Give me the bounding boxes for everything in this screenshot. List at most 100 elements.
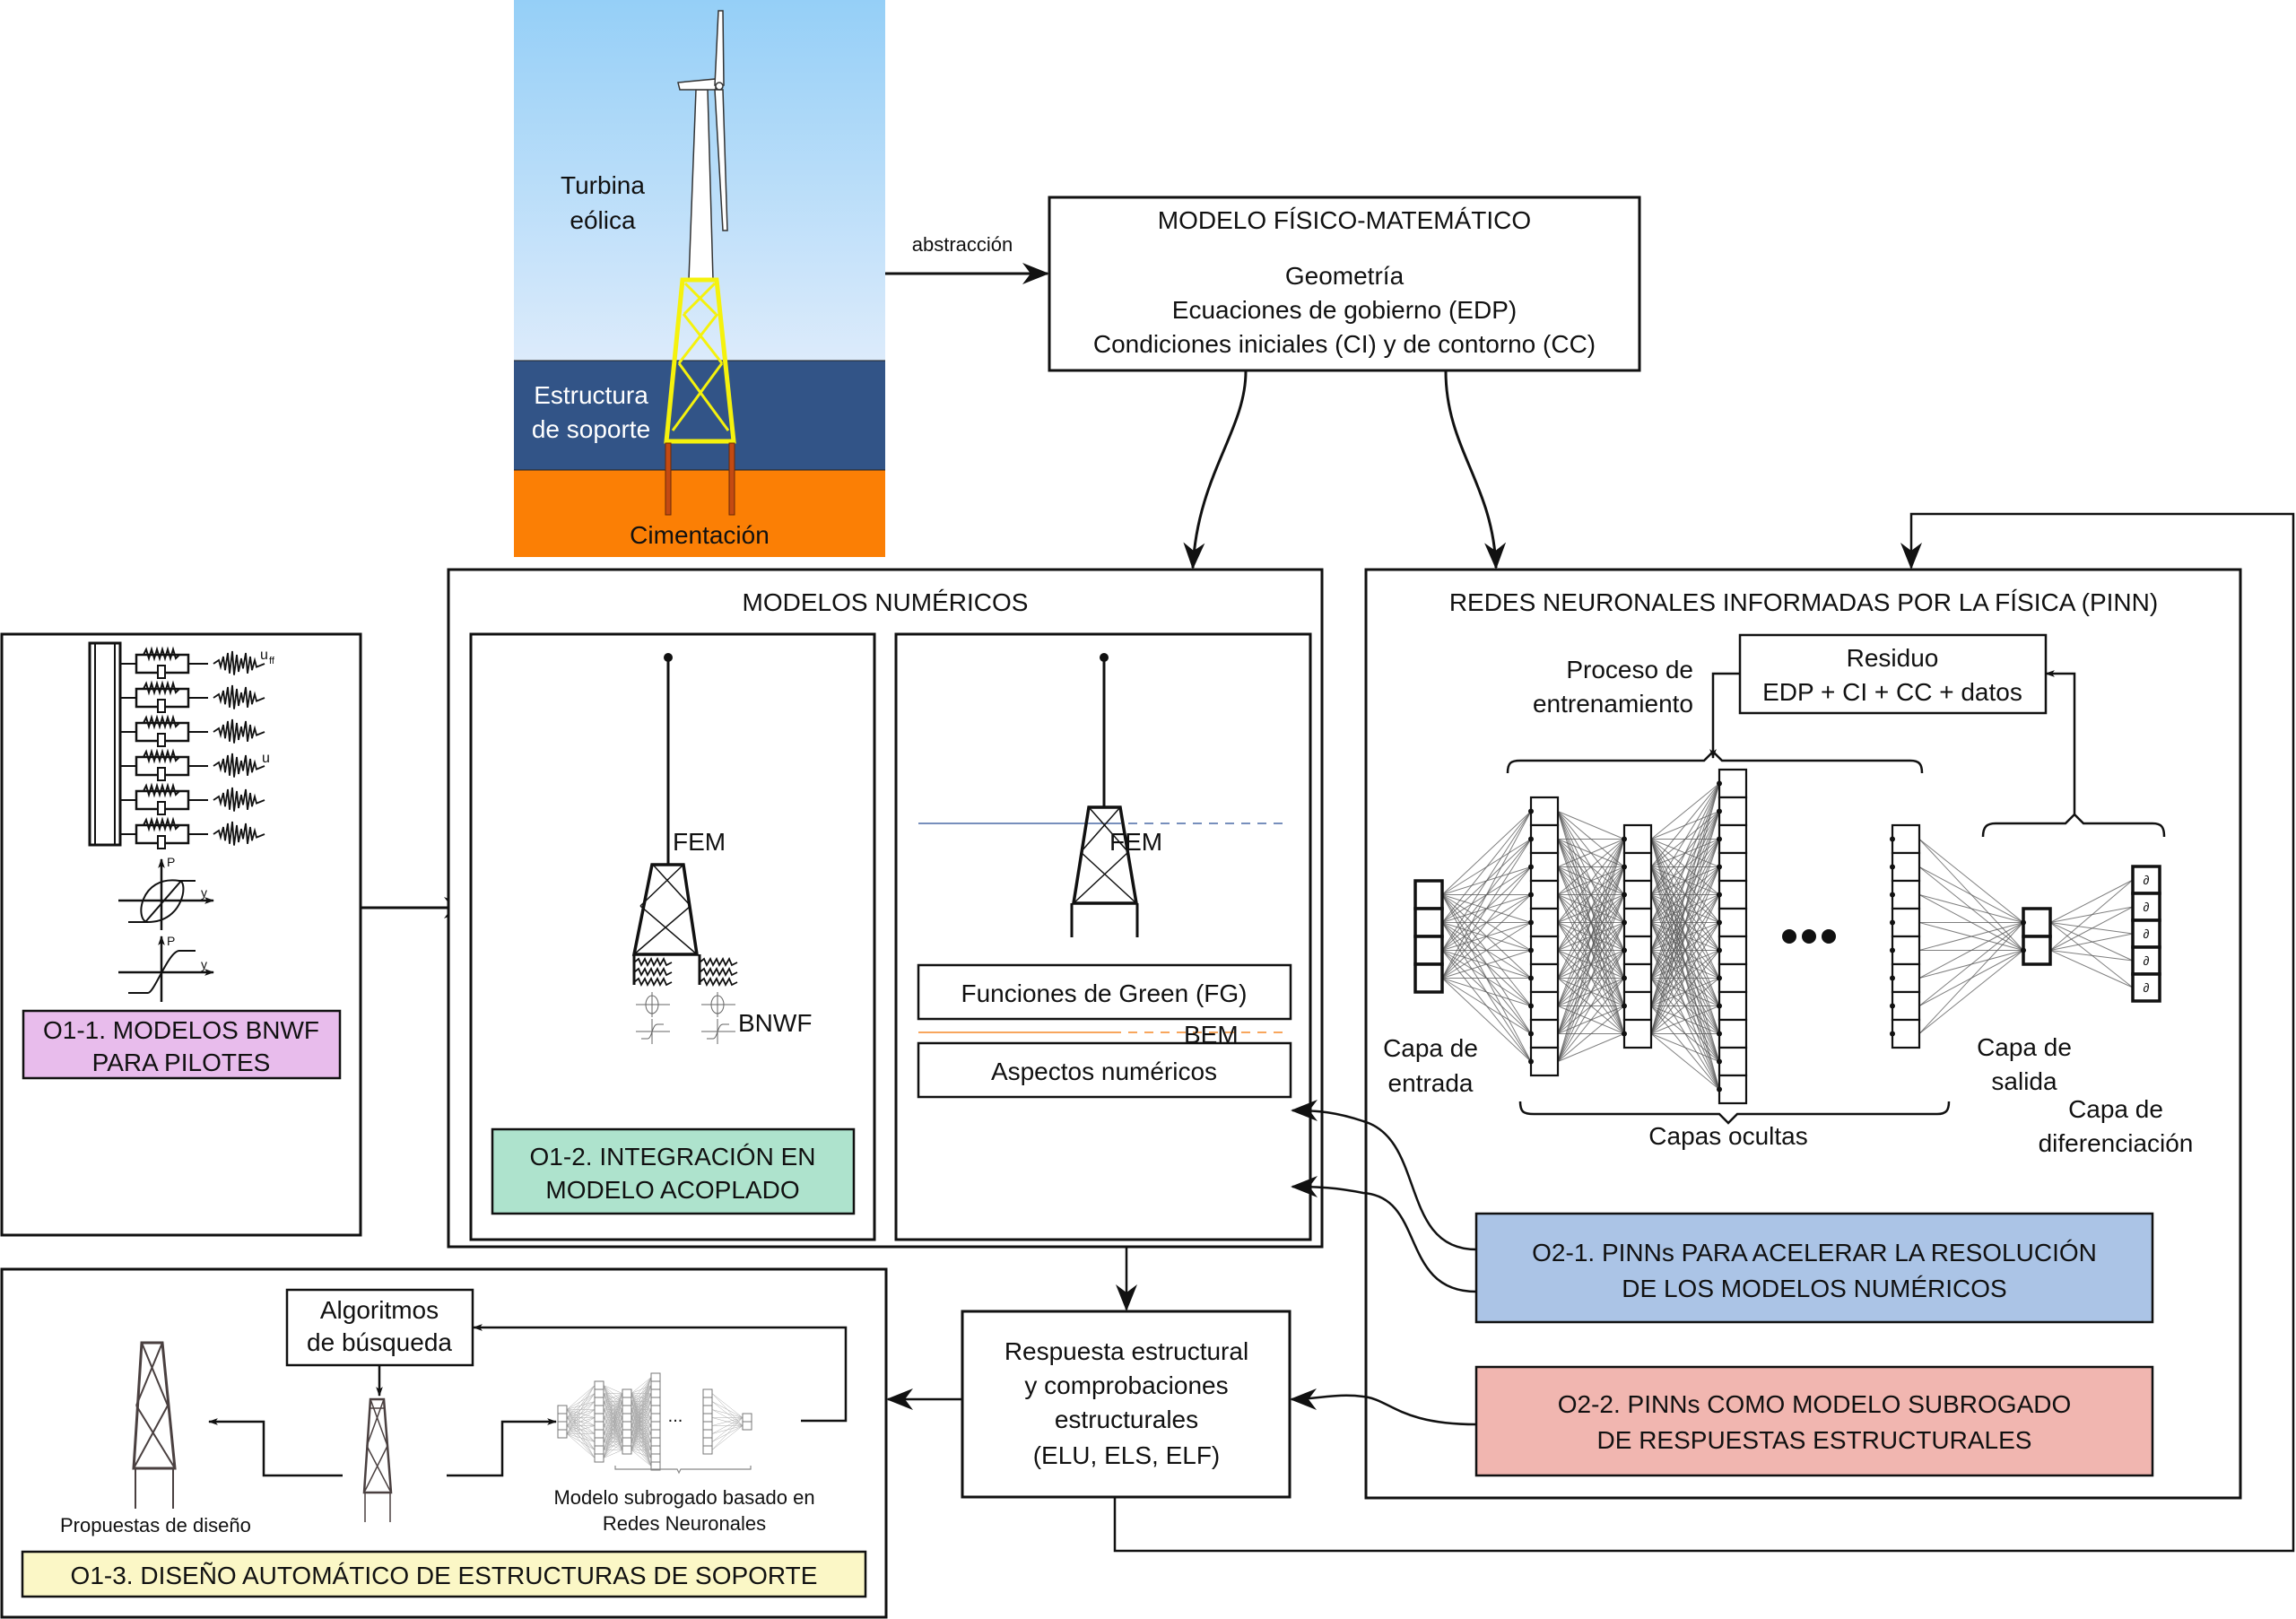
structural-response-box[interactable]: Respuesta estructural y comprobaciones e… [961,1310,1292,1499]
spring-icon [633,976,673,988]
offshore-wind-scene: Turbina eólica Estructura de soporte Cim… [514,0,885,557]
arrow-o22-to-response [1290,1388,1477,1426]
mini-neuron [702,1405,713,1414]
physical-model-box: MODELO FÍSICO-MATEMÁTICO Geometría Ecuac… [1048,196,1641,372]
pile-right [728,442,735,516]
mini-neuron [594,1421,604,1431]
mini-neuron [702,1413,713,1423]
layer [1528,796,1560,1077]
hidden-brace [1518,1101,1951,1125]
mini-neuron [650,1437,661,1447]
mini-neuron [742,1413,752,1423]
svg-text:O1-2. INTEGRACIÓN EN: O1-2. INTEGRACIÓN EN [530,1143,816,1171]
objective-o1-3[interactable]: O1-3. DISEÑO AUTOMÁTICO DE ESTRUCTURAS D… [21,1550,867,1598]
svg-text:(ELU, ELS, ELF): (ELU, ELS, ELF) [1033,1441,1221,1469]
neuron [1718,796,1748,827]
svg-text:MODELO ACOPLADO: MODELO ACOPLADO [545,1176,799,1204]
seismic-signal-icon [213,821,265,846]
p-y-curve-icon: P y [118,934,215,1002]
neuron [1891,907,1921,938]
neuron [1622,879,1653,910]
search-algorithms-box[interactable]: Algoritmos de búsqueda [285,1288,474,1367]
objective-o1-1[interactable]: O1-1. MODELOS BNWF PARA PILOTES [22,1009,342,1080]
neuron [1529,879,1560,910]
output-layer-label-2: salida [1991,1067,2057,1095]
neuron [1529,907,1560,938]
layer [1622,823,1653,1049]
objective-o1-2[interactable]: O1-2. INTEGRACIÓN EN MODELO ACOPLADO [491,1127,856,1215]
svg-text:Respuesta estructural: Respuesta estructural [1004,1337,1248,1365]
training-label-2: entrenamiento [1533,690,1693,718]
spring-icon [699,956,738,968]
seismic-signal-icon [213,718,265,744]
surrogate-dots: ... [668,1406,683,1426]
mini-neuron [702,1445,713,1455]
mini-neuron [594,1429,604,1439]
mini-neuron [557,1413,568,1423]
objective-o2-1[interactable]: O2-1. PINNs PARA ACELERAR LA RESOLUCIÓN … [1474,1212,2154,1324]
mini-neuron [622,1421,632,1431]
uff-subscript: ff [269,656,275,666]
training-label-1: Proceso de [1566,656,1693,683]
turbine-label-2: eólica [570,206,636,234]
mini-neuron [594,1397,604,1406]
svg-text:O2-1. PINNs PARA ACELERAR LA R: O2-1. PINNs PARA ACELERAR LA RESOLUCIÓN [1532,1239,2097,1266]
mini-neuron [622,1405,632,1414]
neuron [1718,1018,1748,1049]
neuron [2022,907,2052,938]
turbine-label-1: Turbina [561,171,645,199]
mini-neuron [557,1405,568,1414]
numerical-models-box: MODELOS NUMÉRICOS FEM BNWF O1-2. INTEGRA… [447,568,1324,1249]
mini-neuron [650,1421,661,1431]
seismic-signal-icon [213,787,265,812]
neuron [1529,935,1560,966]
neuron [1413,907,1444,938]
neuron [2131,865,2161,895]
svg-text:DE LOS MODELOS NUMÉRICOS: DE LOS MODELOS NUMÉRICOS [1622,1275,2006,1302]
neuron [1413,962,1444,994]
neuron [1413,935,1444,966]
design-proposals-label: Propuestas de diseño [60,1514,251,1536]
spring-icon [699,966,738,978]
design-proposal-tower-icon [132,1341,177,1509]
diff-brace [1981,813,2166,838]
jacket-structure-icon [664,277,736,444]
svg-text:EDP + CI + CC + datos: EDP + CI + CC + datos [1762,678,2022,706]
mini-neuron [702,1429,713,1439]
svg-text:estructurales: estructurales [1055,1406,1198,1433]
neuron [2131,918,2161,949]
neuron [1529,1018,1560,1049]
physical-model-title: MODELO FÍSICO-MATEMÁTICO [1158,206,1531,234]
fem-label-left: FEM [673,828,726,856]
uff-label: u [260,648,268,663]
feedback-loop-arrow [1113,512,2295,1553]
soil-area [514,470,885,557]
neuron [1891,990,1921,1022]
training-arrow [1709,672,1740,760]
mini-neuron [622,1397,632,1406]
mini-neuron [650,1372,661,1382]
neuron [1891,935,1921,966]
mini-neuron [594,1413,604,1423]
numerical-models-title: MODELOS NUMÉRICOS [743,588,1029,616]
numerical-aspects-box[interactable]: Aspectos numéricos [917,1041,1292,1099]
mini-neuron [622,1388,632,1398]
neuron [1622,823,1653,855]
network-connections [1441,783,2134,1090]
neuron [1622,935,1653,966]
mini-neuron [622,1437,632,1447]
seismic-signal-icon [213,650,265,675]
objective-o2-2[interactable]: O2-2. PINNs COMO MODELO SUBROGADO DE RES… [1474,1365,2154,1477]
mini-neuron [702,1388,713,1398]
physical-model-line: Condiciones iniciales (CI) y de contorno… [1093,330,1596,358]
partial-derivative-symbol: ∂ [2144,980,2150,995]
abstraction-label: abstracción [912,233,1013,256]
svg-text:DE RESPUESTAS ESTRUCTURALES: DE RESPUESTAS ESTRUCTURALES [1597,1426,2032,1454]
residual-box[interactable]: Residuo EDP + CI + CC + datos [1738,633,2048,715]
green-functions-box[interactable]: Funciones de Green (FG) [917,963,1292,1021]
pinn-box: REDES NEURONALES INFORMADAS POR LA FÍSIC… [1364,568,2242,1500]
svg-text:Algoritmos: Algoritmos [320,1296,439,1324]
seismic-signal-icon [213,753,265,778]
spring-icon [633,956,673,968]
